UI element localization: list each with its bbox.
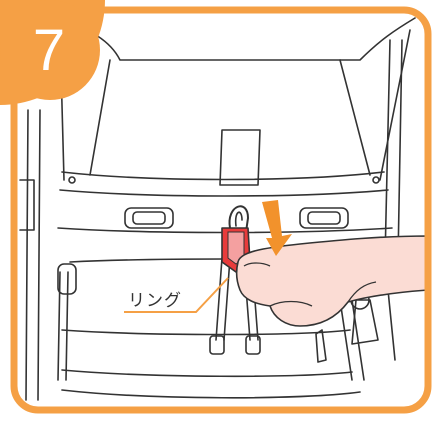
ring-label: リング [128, 286, 182, 311]
step-number: 7 [14, 16, 84, 86]
